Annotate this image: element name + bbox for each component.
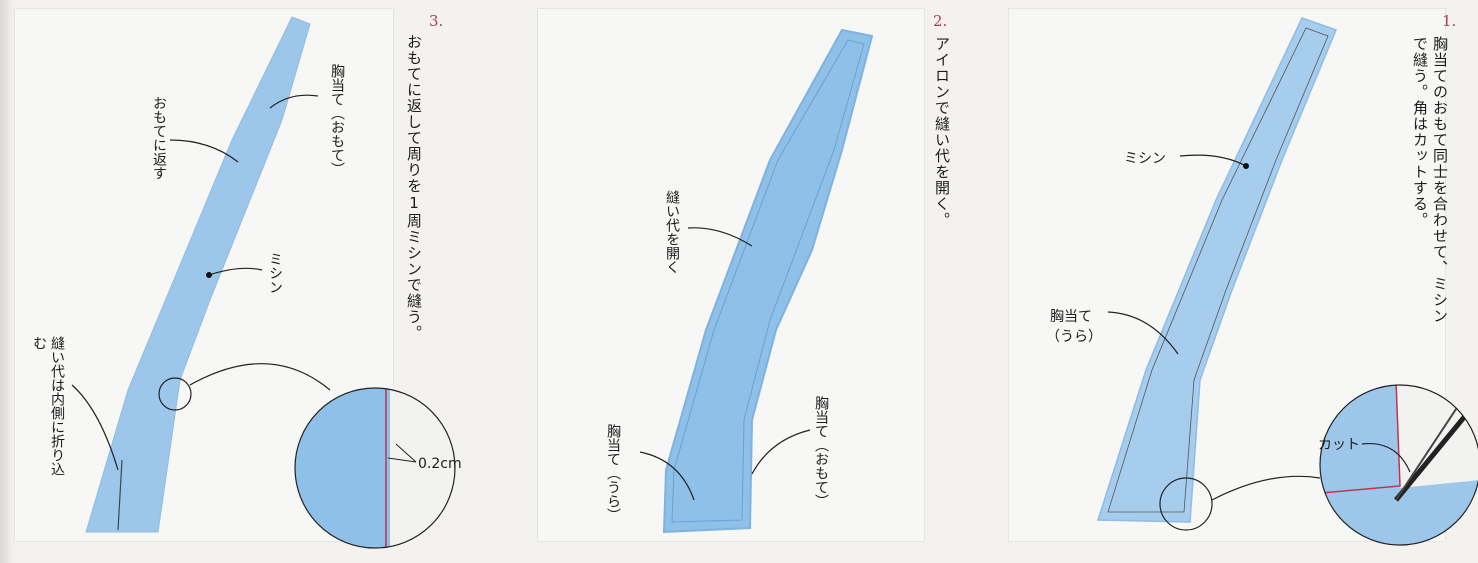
- binding-shadow: [0, 0, 14, 563]
- step2-instruction: アイロンで縫い代を開く。: [933, 36, 951, 228]
- step1-label-back-line2: （うら）: [1046, 329, 1102, 345]
- step3-strap: [85, 16, 311, 533]
- step1-number: 1.: [1442, 12, 1457, 30]
- step3-number: 3.: [429, 12, 444, 30]
- step1-strap: [1096, 17, 1337, 523]
- step2-label-back: 胸当て（うら）: [605, 424, 621, 522]
- step3-label-fold: 縫い代は内側に折り込む: [31, 336, 65, 476]
- step3-label-machine: ミシン: [267, 252, 283, 294]
- step1-label-machine: ミシン: [1124, 151, 1166, 167]
- step2-label-front: 胸当て（おもて）: [813, 396, 829, 508]
- step1-instruction: 胸当てのおもて同士を合わせて、ミシンで縫う。角はカットする。: [1411, 36, 1449, 324]
- step3-label-front: 胸当て（おもて）: [329, 64, 345, 176]
- step1-label-cut: カット: [1318, 437, 1360, 453]
- step3-zoom-circle: [294, 387, 456, 549]
- step2-label-open: 縫い代を開く: [664, 190, 680, 274]
- step2-number: 2.: [933, 12, 948, 30]
- step3-label-turn: おもてに返す: [151, 96, 167, 180]
- step3-label-measure: 0.2cm: [418, 456, 462, 472]
- step1-label-back-line1: 胸当て: [1050, 309, 1092, 325]
- step3-instruction: おもてに返して周りを1周ミシンで縫う。: [405, 34, 423, 341]
- step1-zoom-circle: [1319, 384, 1478, 546]
- step2-strap: [662, 28, 874, 534]
